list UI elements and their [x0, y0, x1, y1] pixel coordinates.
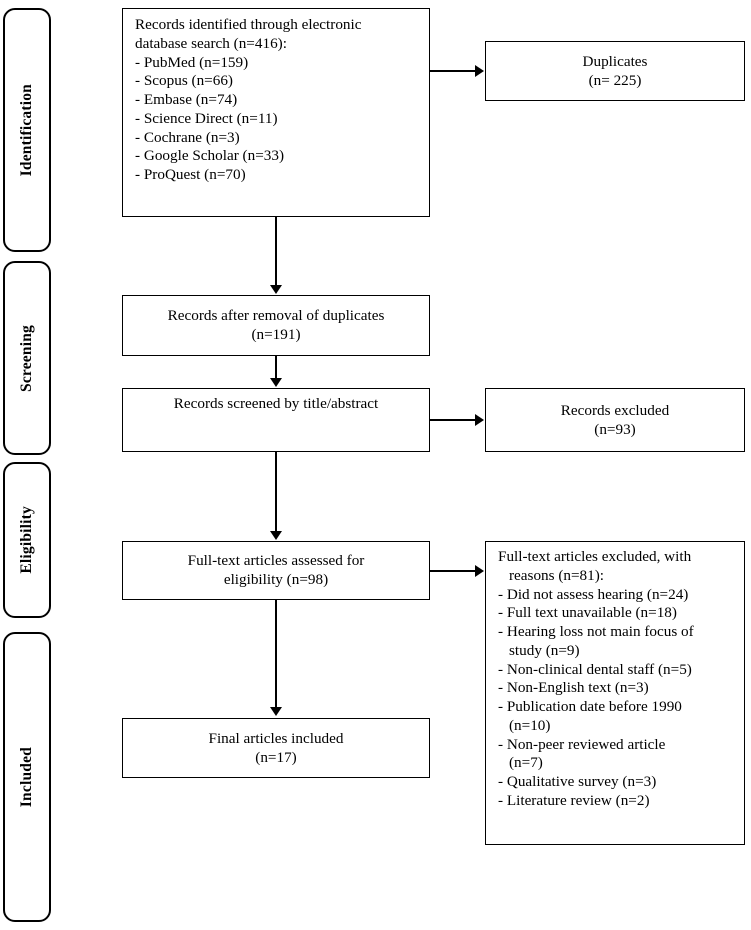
records-excluded-label: Records excluded — [560, 401, 670, 419]
stage-box-identification: Identification — [3, 8, 51, 252]
box-duplicates: Duplicates (n= 225) — [485, 41, 745, 101]
records-identified-line-7: - Cochrane (n=3) — [135, 128, 240, 146]
records-identified-line-4: - Scopus (n=66) — [135, 72, 233, 90]
exclusion-reason-9: - Literature review (n=2) — [498, 791, 650, 809]
stage-label-screening: Screening — [18, 324, 36, 392]
arrowhead-after-duplicates-to-screened — [270, 378, 282, 387]
records-identified-line-5: - Embase (n=74) — [135, 91, 238, 109]
arrowhead-fulltext-to-excluded — [475, 565, 484, 577]
box-final-included: Final articles included (n=17) — [122, 718, 430, 778]
stage-label-eligibility: Eligibility — [18, 506, 36, 574]
arrowhead-fulltext-to-final — [270, 707, 282, 716]
fulltext-assessed-line-2: eligibility (n=98) — [223, 571, 329, 588]
stage-box-included: Included — [3, 632, 51, 922]
connector-fulltext-to-final — [275, 600, 277, 708]
records-screened-label: Records screened by title/abstract — [173, 395, 379, 412]
stage-label-identification: Identification — [18, 83, 36, 177]
records-excluded-count: (n=93) — [594, 420, 636, 438]
exclusion-reason-3: - Hearing loss not main focus of — [498, 623, 694, 641]
connector-after-duplicates-to-screened — [275, 356, 277, 380]
exclusion-reason-4: - Non-clinical dental staff (n=5) — [498, 660, 692, 678]
after-duplicates-label: Records after removal of duplicates — [167, 307, 385, 325]
stage-label-included: Included — [18, 746, 36, 808]
records-identified-line-2: database search (n=416): — [135, 34, 287, 52]
final-included-label: Final articles included — [208, 729, 344, 747]
duplicates-label: Duplicates — [582, 52, 648, 70]
box-fulltext-excluded: Full-text articles excluded, with reason… — [485, 541, 745, 845]
connector-screened-to-fulltext — [275, 452, 277, 532]
exclusion-reason-6: - Publication date before 1990 — [498, 698, 682, 716]
records-identified-line-3: - PubMed (n=159) — [135, 53, 249, 71]
box-records-screened: Records screened by title/abstract — [122, 388, 430, 452]
exclusion-reason-8: - Qualitative survey (n=3) — [498, 773, 657, 791]
records-identified-line-9: - ProQuest (n=70) — [135, 166, 246, 184]
box-records-after-duplicates: Records after removal of duplicates (n=1… — [122, 295, 430, 356]
exclusion-reason-3-cont: study (n=9) — [509, 641, 580, 659]
exclusion-reason-6-cont: (n=10) — [509, 716, 551, 734]
exclusion-reason-1: - Did not assess hearing (n=24) — [498, 585, 689, 603]
connector-fulltext-to-excluded — [430, 570, 476, 572]
box-records-excluded: Records excluded (n=93) — [485, 388, 745, 452]
final-included-count: (n=17) — [255, 748, 297, 766]
fulltext-excluded-heading-1: Full-text articles excluded, with — [498, 548, 692, 565]
connector-screened-to-excluded — [430, 419, 476, 421]
fulltext-assessed-line-1: Full-text articles assessed for — [187, 552, 365, 570]
exclusion-reason-7-cont: (n=7) — [509, 754, 543, 772]
exclusion-reason-2: - Full text unavailable (n=18) — [498, 604, 677, 622]
arrowhead-identified-to-duplicates — [475, 65, 484, 77]
connector-identified-to-after-duplicates — [275, 217, 277, 286]
records-identified-line-8: - Google Scholar (n=33) — [135, 147, 285, 165]
box-fulltext-assessed: Full-text articles assessed for eligibil… — [122, 541, 430, 600]
arrowhead-identified-to-after-duplicates — [270, 285, 282, 294]
connector-identified-to-duplicates — [430, 70, 476, 72]
fulltext-excluded-heading-2: reasons (n=81): — [509, 566, 605, 584]
exclusion-reason-7: - Non-peer reviewed article — [498, 735, 666, 753]
stage-box-eligibility: Eligibility — [3, 462, 51, 618]
exclusion-reason-5: - Non-English text (n=3) — [498, 679, 649, 697]
box-records-identified: Records identified through electronic da… — [122, 8, 430, 217]
records-identified-line-6: - Science Direct (n=11) — [135, 109, 278, 127]
arrowhead-screened-to-fulltext — [270, 531, 282, 540]
after-duplicates-count: (n=191) — [251, 326, 301, 343]
records-identified-line-1: Records identified through electronic — [135, 16, 362, 33]
arrowhead-screened-to-excluded — [475, 414, 484, 426]
duplicates-count: (n= 225) — [588, 71, 642, 89]
stage-box-screening: Screening — [3, 261, 51, 455]
